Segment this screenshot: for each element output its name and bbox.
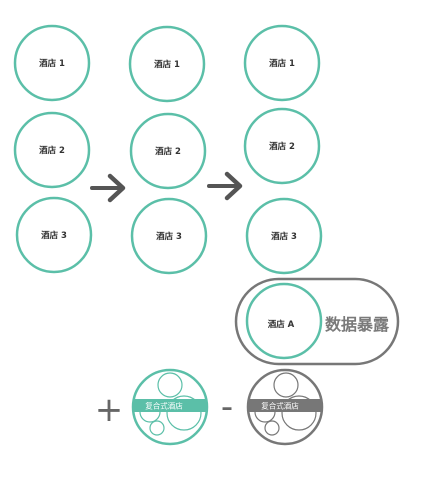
hotel-node: 酒店 3 <box>130 197 208 275</box>
composite-badge-label: 复合式酒店 <box>145 401 183 411</box>
hotel-node: 酒店 2 <box>243 107 321 185</box>
hotel-label: 酒店 1 <box>154 59 180 70</box>
inner-circle <box>166 395 202 431</box>
hotel-circle <box>13 24 91 102</box>
composite-outer-circle <box>131 368 209 446</box>
inner-circle <box>273 372 299 398</box>
hotel-label: 酒店 1 <box>39 58 65 69</box>
hotel-a-circle <box>245 282 323 360</box>
hotel-node: 酒店 3 <box>245 197 323 275</box>
hotel-node: 酒店 2 <box>13 111 91 189</box>
composite-badge-label: 复合式酒店 <box>261 401 299 411</box>
hotel-label: 酒店 3 <box>271 231 297 242</box>
hotel-label: 酒店 2 <box>155 146 181 157</box>
hotel-label: 酒店 2 <box>39 145 65 156</box>
exposure-pill <box>234 277 400 366</box>
hotel-node: 酒店 1 <box>13 24 91 102</box>
inner-circle <box>149 420 165 436</box>
hotel-node: 酒店 1 <box>243 24 321 102</box>
hotel-circle <box>245 197 323 275</box>
exposure-label: 数据暴露 <box>325 315 390 334</box>
hotel-a-label: 酒店 A <box>268 319 295 330</box>
hotel-node: 酒店 3 <box>15 196 93 274</box>
hotel-circle <box>243 24 321 102</box>
arrow-right <box>90 173 126 203</box>
hotel-circle <box>13 111 91 189</box>
plus-sign: + <box>95 390 124 430</box>
hotel-circle <box>128 25 206 103</box>
inner-circle <box>157 372 183 398</box>
composite-badge <box>249 399 321 412</box>
exposure-group: 酒店 A 数据暴露 <box>234 277 400 366</box>
composite-hotel-gray: 复合式酒店 <box>246 368 324 446</box>
hotel-circle <box>130 197 208 275</box>
arrow-right <box>207 171 243 201</box>
hotel-node: 酒店 2 <box>129 112 207 190</box>
hotel-label: 酒店 3 <box>156 231 182 242</box>
inner-circle <box>281 395 317 431</box>
inner-circle <box>264 420 280 436</box>
hotel-label: 酒店 2 <box>269 141 295 152</box>
column-3: 酒店 1 酒店 2 酒店 3 <box>243 24 323 275</box>
minus-sign: - <box>221 387 233 427</box>
composite-badge <box>134 399 206 412</box>
column-2: 酒店 1 酒店 2 酒店 3 <box>128 25 208 275</box>
composite-hotel-teal: 复合式酒店 <box>131 368 209 446</box>
hotel-label: 酒店 1 <box>269 58 295 69</box>
column-1: 酒店 1 酒店 2 酒店 3 <box>13 24 93 274</box>
hotel-node: 酒店 1 <box>128 25 206 103</box>
hotel-label: 酒店 3 <box>41 230 67 241</box>
hotel-circle <box>243 107 321 185</box>
hotel-circle <box>15 196 93 274</box>
hotel-circle <box>129 112 207 190</box>
composite-outer-circle <box>246 368 324 446</box>
